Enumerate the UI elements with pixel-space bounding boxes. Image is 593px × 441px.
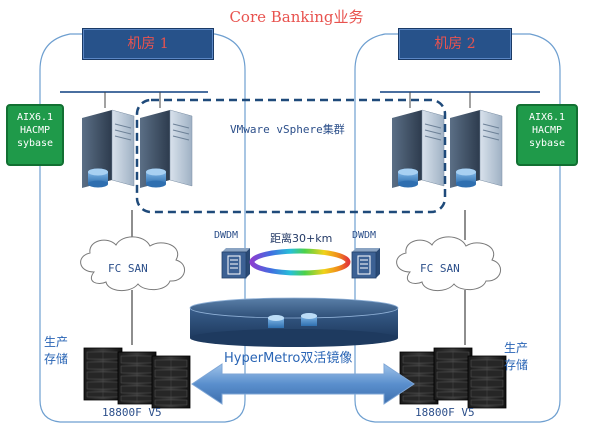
- vsphere-cluster-boundary: [135, 98, 447, 214]
- storage-array-icon: [399, 347, 507, 409]
- replication-arrow-icon: [191, 363, 415, 405]
- server-icon: [449, 109, 503, 189]
- storage-model-left: 18800F V5: [102, 406, 162, 419]
- fc-san-label-right: FC SAN: [420, 262, 460, 275]
- storage-role-line: 生产: [504, 341, 529, 355]
- system-os: AIX6.1: [16, 112, 54, 123]
- fc-san-label-left: FC SAN: [108, 262, 148, 275]
- hypermetro-label: HyperMetro双活镜像: [224, 351, 353, 366]
- hypermetro-storage-icon: [189, 297, 399, 347]
- storage-model-right: 18800F V5: [415, 406, 475, 419]
- system-ha: HACMP: [19, 125, 51, 136]
- storage-role-line: 存储: [44, 352, 69, 366]
- dwdm-label-right: DWDM: [352, 230, 377, 241]
- storage-role-line: 存储: [504, 358, 529, 372]
- server-icon: [81, 109, 135, 189]
- system-box-1: AIX6.1 HACMP sybase: [6, 104, 64, 166]
- datacenter-2-region: [354, 33, 561, 423]
- dwdm-device-icon: [221, 247, 251, 279]
- room-2-header: 机房 2: [398, 28, 512, 60]
- cluster-label: VMware vSphere集群: [230, 123, 345, 136]
- system-os: AIX6.1: [528, 112, 566, 123]
- fiber-ring-icon: [249, 248, 351, 276]
- storage-role-left: 生产 存储: [44, 334, 68, 368]
- system-db: sybase: [528, 138, 566, 149]
- datacenter-1-region: [39, 33, 246, 423]
- system-ha: HACMP: [531, 125, 563, 136]
- page-title: Core Banking业务: [229, 8, 364, 26]
- dwdm-device-icon: [351, 247, 381, 279]
- server-icon: [391, 109, 445, 189]
- server-icon: [139, 109, 193, 189]
- storage-role-line: 生产: [44, 335, 69, 349]
- storage-array-icon: [83, 347, 191, 409]
- room-1-header: 机房 1: [82, 28, 214, 60]
- dwdm-label-left: DWDM: [214, 230, 239, 241]
- distance-label: 距离30+km: [270, 232, 333, 245]
- storage-role-right: 生产 存储: [504, 340, 528, 374]
- system-db: sybase: [16, 138, 54, 149]
- system-box-2: AIX6.1 HACMP sybase: [516, 104, 578, 166]
